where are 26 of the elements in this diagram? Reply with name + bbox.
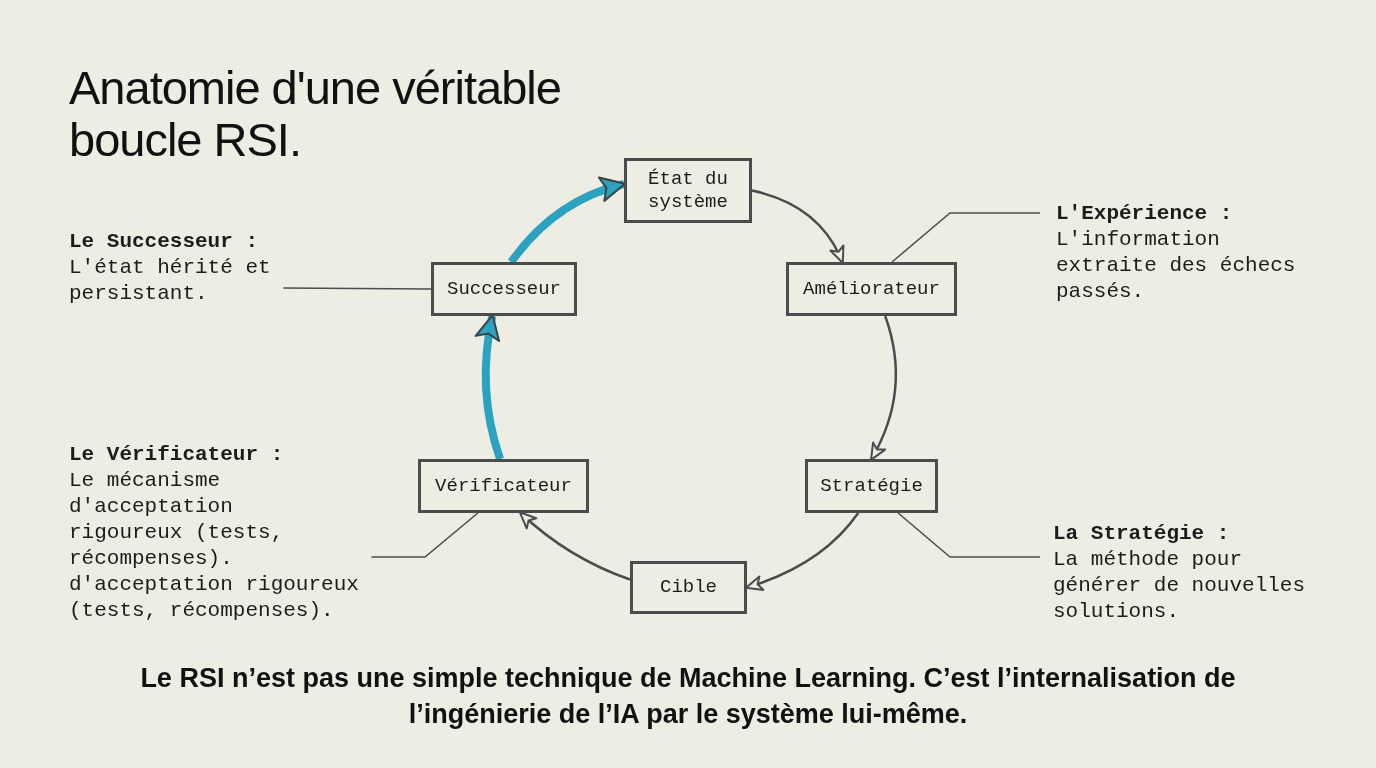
arrow	[870, 315, 898, 461]
title: Anatomie d'une véritable boucle RSI.	[69, 62, 562, 166]
step-box: Cible	[630, 561, 747, 614]
leader-line	[891, 212, 1041, 263]
thick-arrow	[475, 314, 504, 461]
callout-text: d'acceptation rigoureux (tests, récompenses).	[69, 572, 360, 624]
step-box: Successeur	[431, 262, 577, 316]
step-box: Vérificateur	[418, 459, 589, 513]
callout-text: Le mécanisme d'acceptation rigoureux (tests, récompenses).	[69, 468, 285, 572]
step-box: État du système	[624, 158, 752, 223]
arrow	[751, 189, 844, 264]
step-box: Améliorateur	[786, 262, 957, 316]
callout-text: L'état hérité et persistant.	[69, 255, 272, 307]
callout-heading: Le Vérificateur :	[69, 442, 285, 468]
step-box: Stratégie	[805, 459, 938, 513]
callout-heading: L'Expérience :	[1056, 201, 1234, 227]
arrow	[518, 511, 631, 581]
leader-line	[897, 512, 1041, 558]
callout-heading: Le Successeur :	[69, 229, 260, 255]
callout-text: La méthode pour générer de nouvelles solutions.	[1053, 547, 1307, 625]
callout-text: L'information extraite des échecs passés.	[1056, 227, 1297, 305]
leader-line	[282, 287, 432, 290]
callout-heading: La Stratégie :	[1053, 521, 1231, 547]
arrow	[745, 512, 860, 591]
leader-line	[370, 512, 479, 558]
caption: Le RSI n’est pas une simple technique de Machine Learning. C’est l’internalisation de l’ingénierie de l’IA par le système lui-même.	[139, 662, 1237, 731]
